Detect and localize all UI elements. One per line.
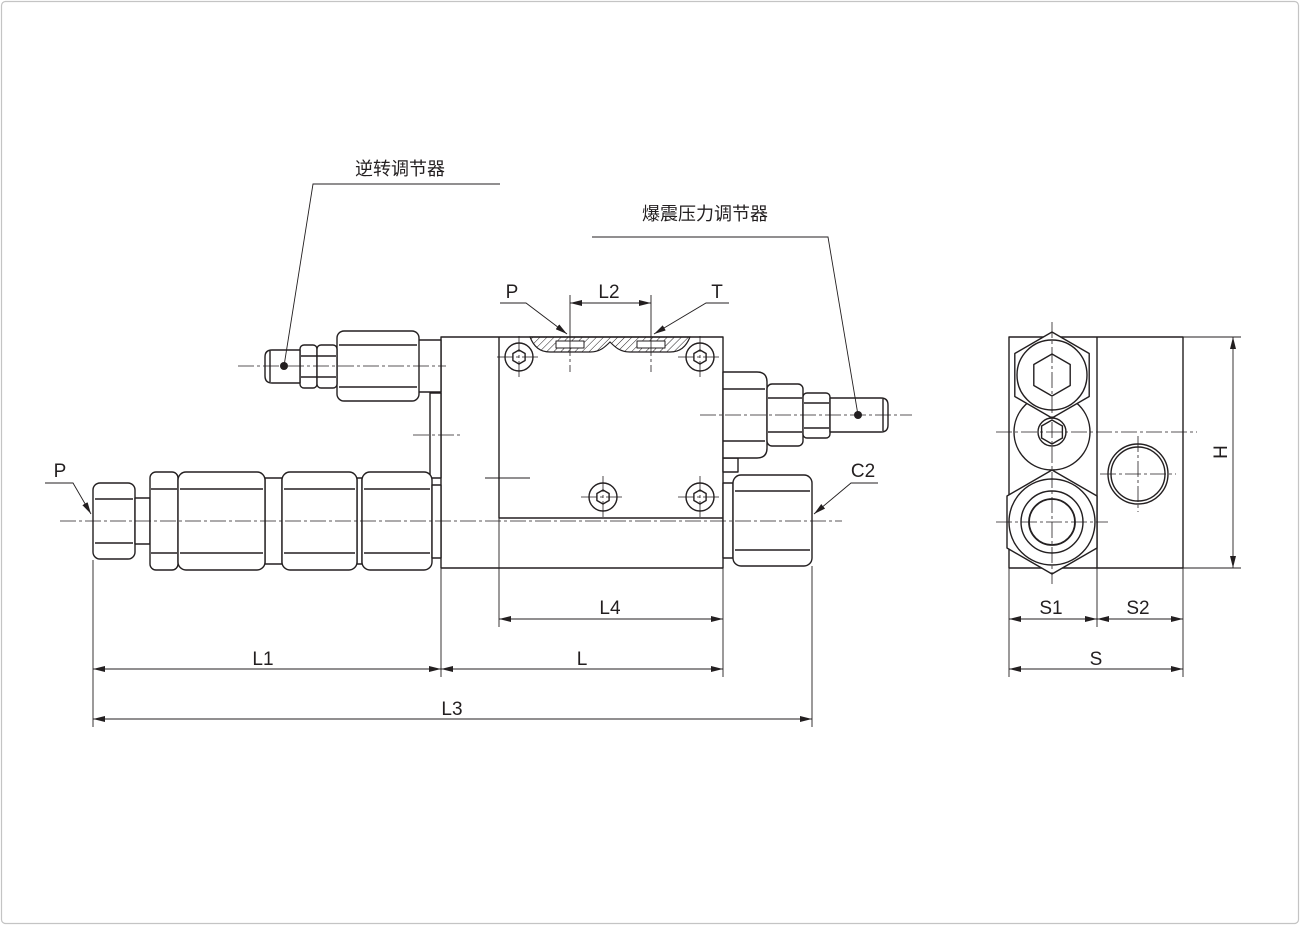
side-view: S1 S2 S H (996, 322, 1241, 677)
fitting-collar (722, 482, 734, 559)
fitting-collar (431, 484, 442, 559)
dim-s2-label: S2 (1126, 598, 1149, 619)
front-view: 逆转调节器 爆震压力调节器 P T P C2 L2 (45, 159, 912, 727)
port-callouts: P T P C2 (45, 282, 878, 515)
port-c2-label: C2 (851, 461, 875, 482)
valve-body (440, 336, 724, 569)
dim-s-label: S (1090, 649, 1103, 670)
leader-line (45, 482, 92, 515)
dim-l-label: L (577, 649, 588, 670)
port-t-label: T (711, 282, 723, 303)
burst-regulator-callout: 爆震压力调节器 (592, 204, 859, 416)
leader-line (283, 183, 500, 367)
hex-head-icon (1033, 353, 1071, 397)
port-p-top-label: P (506, 282, 519, 303)
leader-line (813, 482, 878, 515)
side-centerlines (996, 322, 1197, 584)
front-dimensions: L2 L4 L1 L L3 (92, 282, 813, 727)
dim-l2-label: L2 (598, 282, 619, 303)
lock-nut (316, 344, 338, 389)
dim-l1-label: L1 (252, 649, 273, 670)
side-dimensions: S1 S2 S H (1008, 336, 1241, 677)
lock-nut (299, 344, 318, 389)
leader-line (653, 302, 729, 335)
reverse-regulator-callout: 逆转调节器 (283, 159, 500, 367)
lock-nut (802, 392, 831, 439)
leader-line (592, 236, 859, 416)
dim-l4-label: L4 (599, 598, 621, 619)
regulator-base-block (722, 457, 739, 473)
front-centerlines (60, 336, 912, 522)
dim-s1-label: S1 (1039, 598, 1062, 619)
port-p-inlet-label: P (54, 461, 67, 482)
outlet-fitting (722, 474, 813, 567)
burst-pressure-regulator-label: 爆震压力调节器 (642, 204, 768, 224)
outlet-hex-nut (732, 474, 813, 567)
side-flange (429, 392, 442, 479)
leader-line (500, 302, 568, 335)
dim-l3-label: L3 (441, 699, 462, 720)
dim-h-label: H (1211, 445, 1232, 459)
reverse-regulator-label: 逆转调节器 (355, 159, 445, 179)
